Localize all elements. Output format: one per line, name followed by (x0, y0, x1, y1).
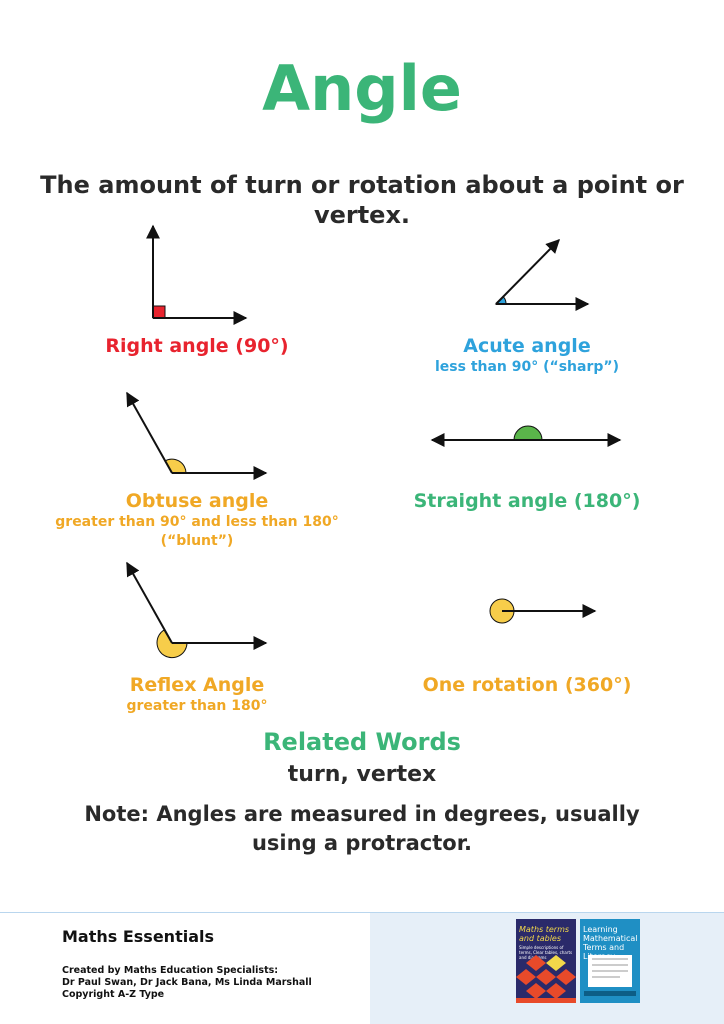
acute-angle-diagonal-ray (495, 239, 560, 305)
one-rotation-name: One rotation (360°) (422, 674, 632, 696)
obtuse-angle-diagram (126, 391, 268, 480)
credit-line-2: Dr Paul Swan, Dr Jack Bana, Ms Linda Mar… (62, 977, 312, 988)
book1-subtitle: Simple descriptions of terms, Clear tabl… (519, 945, 573, 960)
obtuse-angle-description: greater than 90° and less than 180° (“bl… (55, 514, 339, 549)
definition-text: The amount of turn or rotation about a p… (40, 171, 684, 229)
reflex-angle-description: greater than 180° (126, 698, 268, 714)
straight-angle-name: Straight angle (180°) (413, 490, 641, 512)
book1-art (516, 955, 576, 998)
reflex-angle-label: Reflex Angle greater than 180° (72, 673, 322, 716)
book1-title: Maths terms and tables (519, 925, 570, 943)
obtuse-angle-name: Obtuse angle (125, 490, 269, 512)
reflex-angle-diagram (126, 561, 268, 659)
footer-credits: Created by Maths Education Specialists: … (62, 965, 312, 1001)
page-title: Angle (262, 52, 462, 125)
book-cover-maths-terms[interactable]: Maths terms and tables Simple descriptio… (516, 919, 576, 1003)
acute-angle-name: Acute angle (463, 335, 591, 357)
one-rotation-label: One rotation (360°) (402, 673, 652, 697)
related-words-heading: Related Words (263, 728, 461, 756)
book2-art (584, 955, 636, 996)
right-angle-name: Right angle (90°) (105, 335, 289, 357)
footer-brand: Maths Essentials (62, 927, 215, 946)
footer: Maths Essentials Created by Maths Educat… (0, 912, 724, 1024)
one-rotation-diagram (489, 598, 597, 624)
right-angle-label: Right angle (90°) (82, 334, 312, 358)
acute-angle-description: less than 90° (“sharp”) (434, 359, 619, 375)
reflex-angle-name: Reflex Angle (129, 674, 265, 696)
straight-angle-marker (513, 425, 543, 441)
credit-line-1: Created by Maths Education Specialists: (62, 965, 279, 976)
credit-line-3: Copyright A-Z Type (62, 989, 165, 1000)
straight-angle-diagram (430, 425, 622, 447)
right-angle-diagram (146, 224, 248, 325)
obtuse-angle-label: Obtuse angle greater than 90° and less t… (30, 489, 364, 551)
reflex-angle-diagonal-ray (126, 561, 173, 644)
straight-angle-label: Straight angle (180°) (392, 489, 662, 513)
note-text: Note: Angles are measured in degrees, us… (84, 802, 640, 855)
book-cover-learning-terms[interactable]: Learning Mathematical Terms and Literacy (580, 919, 640, 1003)
right-angle-marker (152, 305, 166, 319)
acute-angle-diagram (494, 239, 590, 311)
related-words-list: turn, vertex (287, 762, 437, 787)
acute-angle-label: Acute angle less than 90° (“sharp”) (402, 334, 652, 377)
obtuse-angle-diagonal-ray (126, 391, 173, 474)
